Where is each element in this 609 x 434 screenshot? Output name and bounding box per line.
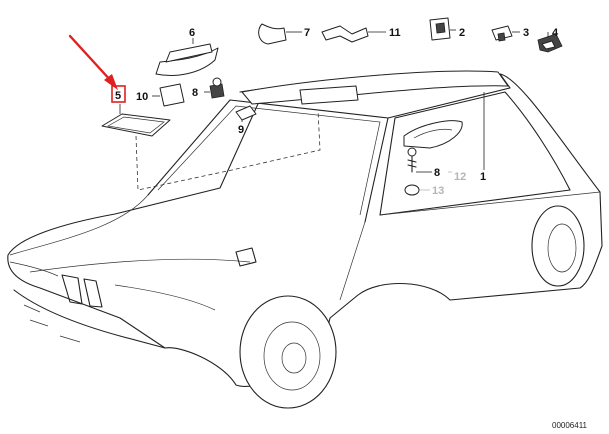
callout-4: 4: [552, 27, 559, 39]
callout-8-lower: 8: [434, 167, 440, 179]
car-body: [7, 72, 603, 409]
door-line: [339, 191, 601, 301]
kidney-grille: [61, 274, 103, 308]
visor-clip-part: [235, 105, 257, 122]
front-wheel: [239, 295, 337, 409]
rear-handle-part: [403, 120, 463, 149]
callout-11: 11: [389, 27, 401, 39]
windshield-inner: [157, 105, 381, 216]
screw-part: [407, 147, 432, 173]
side-mirror: [235, 247, 257, 267]
callout-9: 9: [238, 124, 244, 136]
callout-8-upper: 8: [192, 87, 198, 99]
callout-3: 3: [523, 27, 529, 39]
rear-wheel: [531, 205, 585, 287]
callout-13: 13: [432, 185, 444, 197]
bracket-part: [321, 25, 386, 43]
reference-code: 00006411: [552, 421, 588, 430]
interior-light-part: [101, 104, 321, 191]
callout-7: 7: [304, 27, 310, 39]
cap-part: [404, 184, 430, 196]
callout-1: 1: [480, 171, 486, 183]
arrow-shaft: [68, 34, 114, 84]
hood-crease: [9, 194, 251, 273]
callout-12: 12: [454, 171, 466, 183]
front-bumper: [13, 289, 166, 349]
windshield: [147, 99, 389, 223]
headliner-part: [241, 70, 509, 170]
rear-side-window: [379, 91, 571, 216]
bumper-grooves: [23, 304, 81, 343]
spring-clip-part: [537, 32, 563, 53]
bulb-holder-part: [204, 77, 225, 99]
highlight-arrow: [68, 34, 118, 90]
highlight-box: [111, 85, 126, 103]
interior-light-projection: [135, 109, 321, 191]
module-part: [152, 83, 185, 107]
callout-5: 5: [115, 90, 121, 102]
headlight: [9, 261, 216, 311]
sunroof-cutout: [299, 85, 359, 105]
grab-handle-part: [155, 38, 219, 76]
coat-hook-part: [258, 23, 302, 45]
retainer-part: [491, 25, 520, 42]
clip-part: [429, 17, 456, 41]
callout-6: 6: [189, 27, 195, 39]
callout-2: 2: [459, 27, 465, 39]
callout-10: 10: [136, 91, 148, 103]
